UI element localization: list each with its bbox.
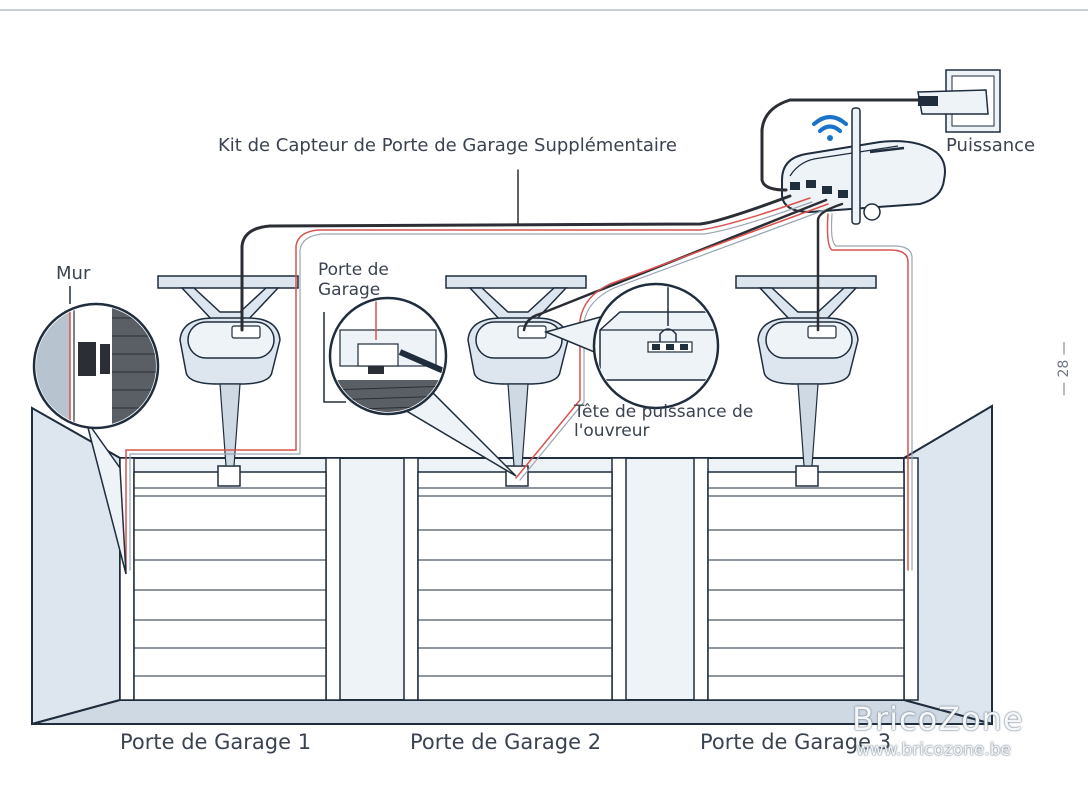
opener-head-label-line1: Tête de puissance de — [574, 402, 753, 422]
power-outlet-icon — [918, 70, 1000, 132]
door-bracket-1 — [218, 466, 240, 486]
garage-door-label-line2: Garage — [318, 280, 380, 300]
opener-unit-3 — [736, 276, 876, 466]
watermark-url: www.bricozone.be — [856, 740, 1011, 760]
wall-label: Mur — [56, 264, 90, 284]
opener-head-label-line2: l'ouvreur — [574, 421, 649, 441]
kit-label: Kit de Capteur de Porte de Garage Supplé… — [218, 136, 677, 156]
antenna — [852, 108, 860, 224]
door-bracket-3 — [796, 466, 818, 486]
door-panel-1 — [134, 472, 326, 700]
watermark-brand: BricoZone — [852, 700, 1024, 738]
door-panel-3 — [708, 472, 904, 700]
garage-door-label-line1: Porte de — [318, 260, 389, 280]
door-panel-2 — [418, 472, 612, 700]
door-2-label: Porte de Garage 2 — [410, 732, 601, 752]
power-label: Puissance — [946, 136, 1035, 156]
opener-unit-1 — [158, 276, 298, 466]
wifi-icon — [814, 117, 846, 141]
page-number-value: 28 — [1056, 360, 1072, 378]
opener-head-callout — [546, 284, 720, 408]
door-1-label: Porte de Garage 1 — [120, 732, 311, 752]
page-number: — 28 — — [1056, 341, 1072, 396]
